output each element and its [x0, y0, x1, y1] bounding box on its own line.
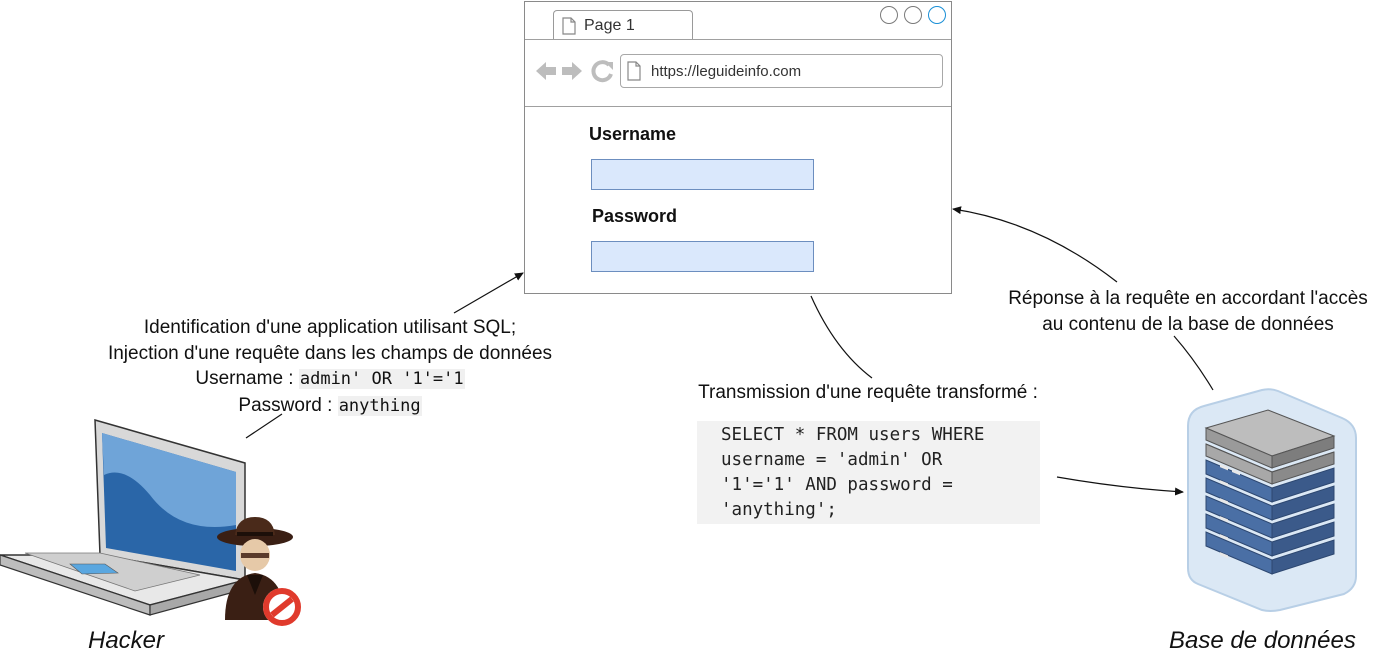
- hacker-line-2: Injection d'une requête dans les champs …: [107, 342, 553, 364]
- username-input[interactable]: [591, 159, 814, 190]
- browser-tab[interactable]: Page 1: [553, 10, 693, 40]
- line-hacker-text: [245, 413, 283, 439]
- database-label: Base de données: [1169, 627, 1356, 654]
- database-server-icon: [1187, 388, 1357, 612]
- hacker-line-1: Identification d'une application utilisa…: [143, 317, 517, 338]
- hacker-label: Hacker: [88, 627, 165, 654]
- arrow-response-to-browser: [952, 206, 1118, 283]
- laptop-icon: [0, 418, 246, 616]
- server-unit-blue-3: [1205, 495, 1335, 539]
- query-line: SELECT * FROM users WHERE: [721, 425, 985, 445]
- hacker-description: Identification d'une application utilisa…: [30, 315, 630, 419]
- server-unit-grey-2: [1205, 443, 1335, 485]
- line-browser-to-transmission: [810, 295, 873, 379]
- arrow-hacker-to-browser: [453, 272, 524, 314]
- username-prefix: Username :: [195, 368, 299, 389]
- line-database-to-response: [1173, 335, 1214, 391]
- url-text: https://leguideinfo.com: [651, 63, 802, 80]
- server-unit-grey-1: [1204, 409, 1336, 469]
- server-unit-blue-4: [1205, 513, 1335, 557]
- hacker-password-line: Password : anything: [30, 393, 630, 420]
- arrow-query-to-database: [1056, 476, 1184, 496]
- query-line: '1'='1' AND password =: [721, 475, 953, 495]
- query-line: username = 'admin' OR: [721, 450, 943, 470]
- refresh-icon[interactable]: [591, 60, 614, 83]
- server-unit-blue-5: [1205, 531, 1335, 575]
- query-line: 'anything';: [721, 500, 837, 520]
- password-label: Password: [592, 206, 678, 226]
- response-line-2: au contenu de la base de données: [1042, 313, 1334, 335]
- document-icon: [562, 17, 576, 35]
- back-arrow-icon[interactable]: [535, 60, 557, 82]
- maximize-button[interactable]: [904, 6, 922, 24]
- sql-query-block: SELECT * FROM users WHERE username = 'adm…: [697, 421, 1040, 524]
- tab-divider: [525, 39, 951, 40]
- close-button[interactable]: [928, 6, 946, 24]
- tab-label: Page 1: [584, 17, 635, 34]
- response-description: Réponse à la requête en accordant l'accè…: [978, 286, 1398, 337]
- server-unit-blue-1: [1205, 459, 1335, 503]
- browser-window: Page 1 https://leguideinfo.com Username …: [524, 1, 952, 294]
- response-line-1: Réponse à la requête en accordant l'accè…: [1008, 288, 1368, 309]
- password-prefix: Password :: [238, 394, 338, 416]
- hacker-figure-icon: [217, 517, 301, 626]
- hacker-username-line: Username : admin' OR '1'='1: [30, 366, 630, 393]
- server-bay-details: [1220, 464, 1240, 559]
- password-input[interactable]: [591, 241, 814, 272]
- forward-arrow-icon[interactable]: [561, 60, 583, 82]
- transmission-label: Transmission d'une requête transformé :: [698, 382, 1038, 403]
- server-unit-blue-2: [1205, 477, 1335, 521]
- minimize-button[interactable]: [880, 6, 898, 24]
- server-units: [1204, 409, 1336, 575]
- toolbar-divider: [525, 106, 951, 107]
- url-bar[interactable]: https://leguideinfo.com: [620, 54, 943, 88]
- password-payload: anything: [337, 395, 422, 416]
- username-label: Username: [589, 124, 677, 144]
- username-payload: admin' OR '1'='1: [298, 369, 465, 389]
- page-icon: [627, 61, 641, 81]
